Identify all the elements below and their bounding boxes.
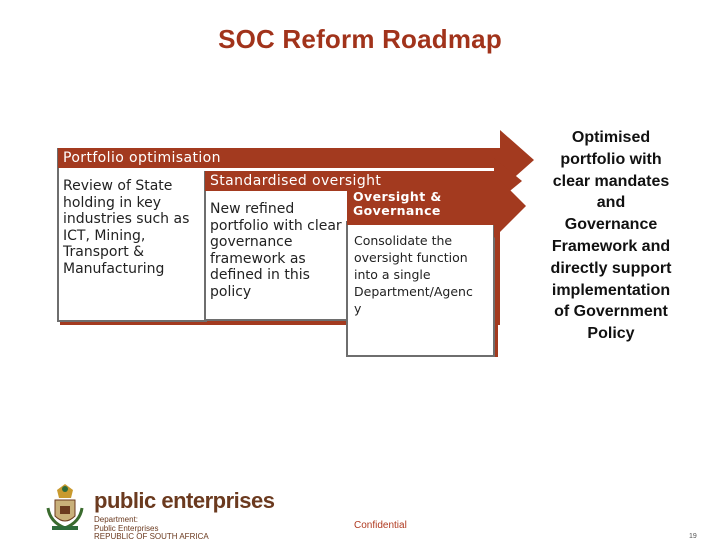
oversight-arrow (205, 158, 522, 204)
portfolio-lane-label: Portfolio optimisation (63, 150, 221, 166)
logo-name: public enterprises (94, 488, 275, 513)
logo-sub-line-3: REPUBLIC OF SOUTH AFRICA (94, 532, 209, 541)
logo-sub-line-1: Department: (94, 515, 139, 524)
confidential-label: Confidential (354, 520, 407, 531)
governance-lane-box (346, 221, 495, 357)
outcome-text: Optimised portfolio with clear mandates … (550, 129, 672, 343)
portfolio-lane-text: Review of State holding in key industrie… (63, 178, 190, 277)
governance-lane-label: Oversight & Governance (353, 189, 442, 218)
slide-title: SOC Reform Roadmap (218, 24, 502, 54)
oversight-lane-label: Standardised oversight (210, 173, 382, 189)
page-number: 19 (689, 533, 697, 540)
governance-lane-text: Consolidate the oversight function into … (354, 233, 473, 316)
oversight-lane-text: New refined portfolio with clear governa… (210, 201, 342, 300)
governance-arrow (347, 174, 526, 238)
logo-sub-line-2: Public Enterprises (94, 523, 159, 533)
logo-subtitle: Department: Public Enterprises REPUBLIC … (94, 515, 209, 542)
coat-of-arms-icon (46, 484, 84, 530)
portfolio-arrow (58, 130, 534, 190)
